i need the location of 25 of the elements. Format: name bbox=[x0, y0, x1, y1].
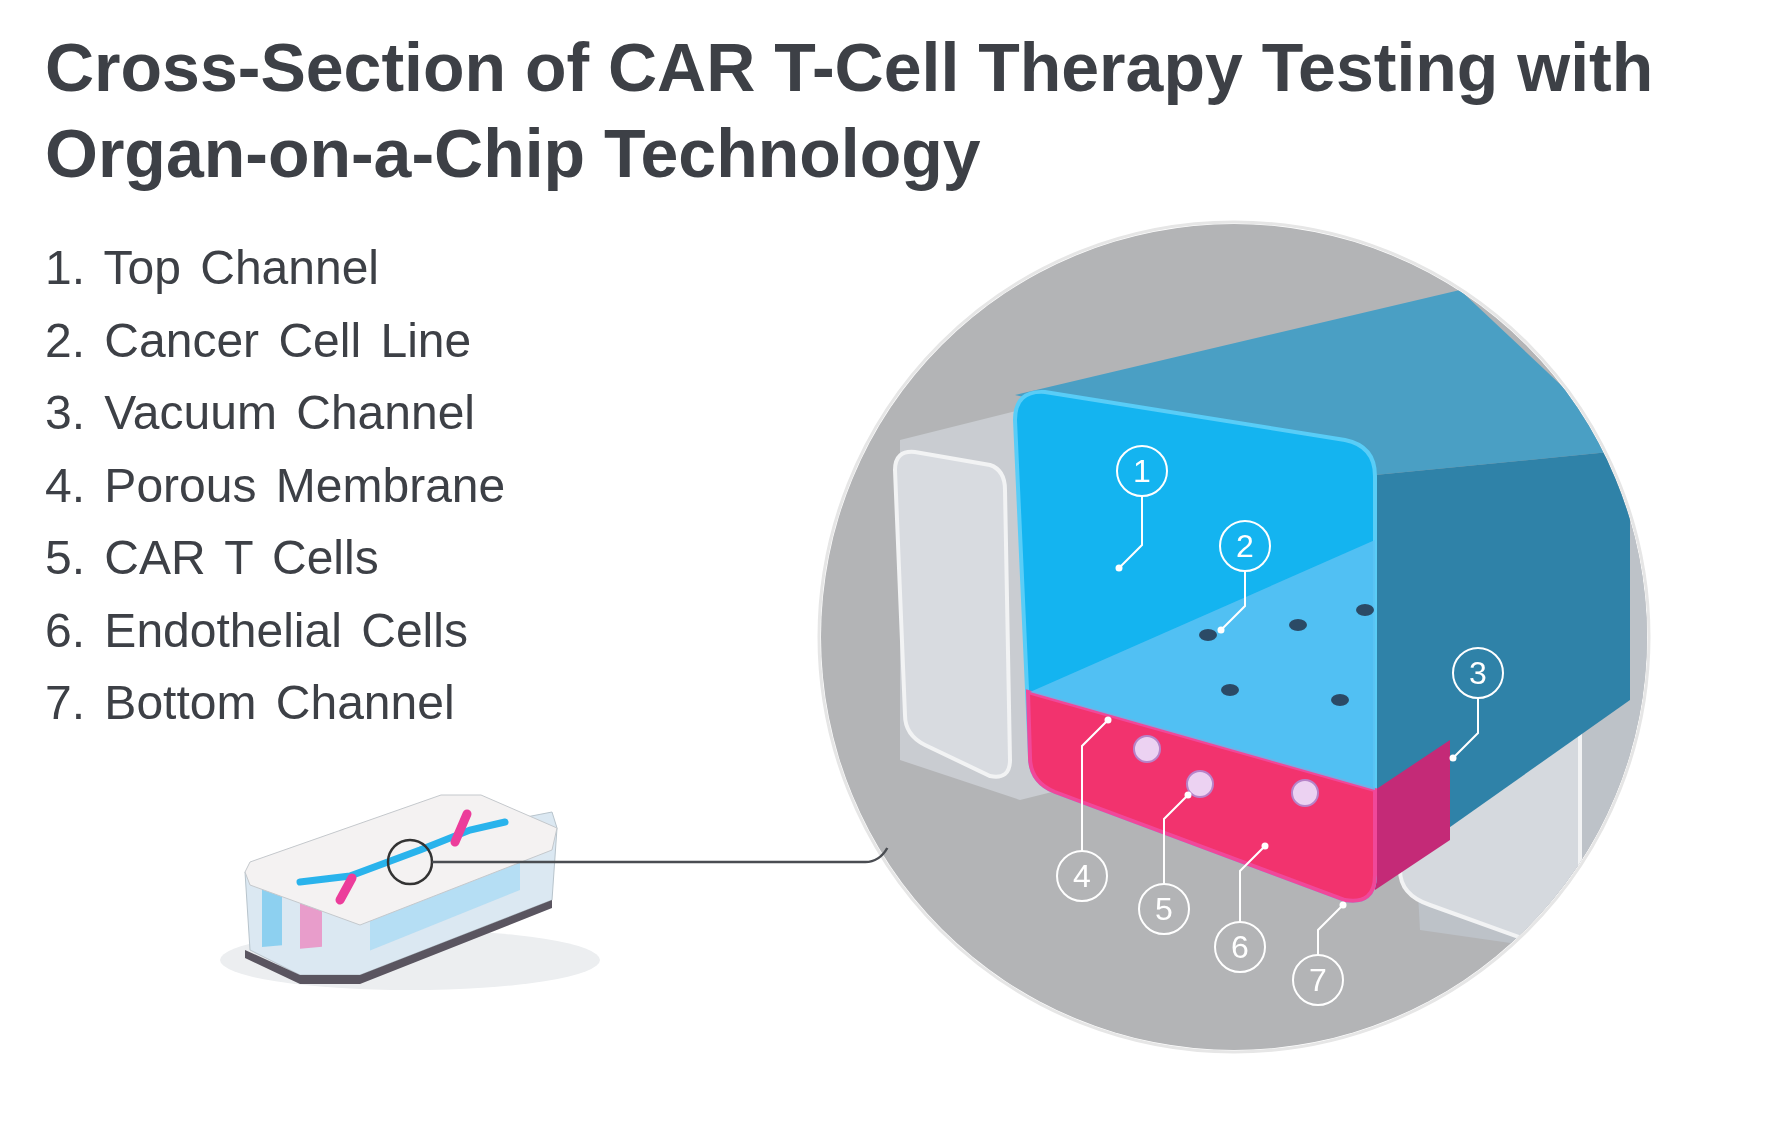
magnified-cross-section-drawing bbox=[817, 220, 1651, 1054]
legend-list-item: 7. Bottom Channel bbox=[45, 675, 455, 730]
leader-line bbox=[1239, 842, 1269, 923]
legend-list-item: 4. Porous Membrane bbox=[45, 457, 506, 513]
callout-number: 4 bbox=[1056, 850, 1108, 902]
legend-list-item: 1. Top Channel bbox=[45, 240, 380, 295]
leader-line bbox=[1217, 570, 1246, 634]
callout-number: 7 bbox=[1292, 954, 1344, 1006]
leader-line bbox=[1449, 697, 1479, 762]
legend-list-item: 2. Cancer Cell Line bbox=[45, 312, 472, 368]
callout-number: 2 bbox=[1219, 520, 1271, 572]
connector-line bbox=[432, 847, 889, 864]
legend-list-item: 5. CAR T Cells bbox=[45, 530, 379, 585]
legend-list-item: 3. Vacuum Channel bbox=[45, 385, 476, 440]
callout-number: 3 bbox=[1452, 647, 1504, 699]
leader-line bbox=[1115, 495, 1143, 572]
chip-drawing bbox=[220, 794, 600, 990]
title: Cross-Section of CAR T-Cell Therapy Testing with Organ-on-a-Chip Technology bbox=[45, 28, 1655, 193]
legend-list-item: 6. Endothelial Cells bbox=[45, 602, 468, 658]
leader-line bbox=[1081, 716, 1112, 852]
callout-number: 6 bbox=[1214, 921, 1266, 973]
leader-line bbox=[1163, 791, 1192, 885]
callout-number: 5 bbox=[1138, 883, 1190, 935]
leader-line bbox=[1317, 901, 1347, 956]
callout-number: 1 bbox=[1116, 445, 1168, 497]
